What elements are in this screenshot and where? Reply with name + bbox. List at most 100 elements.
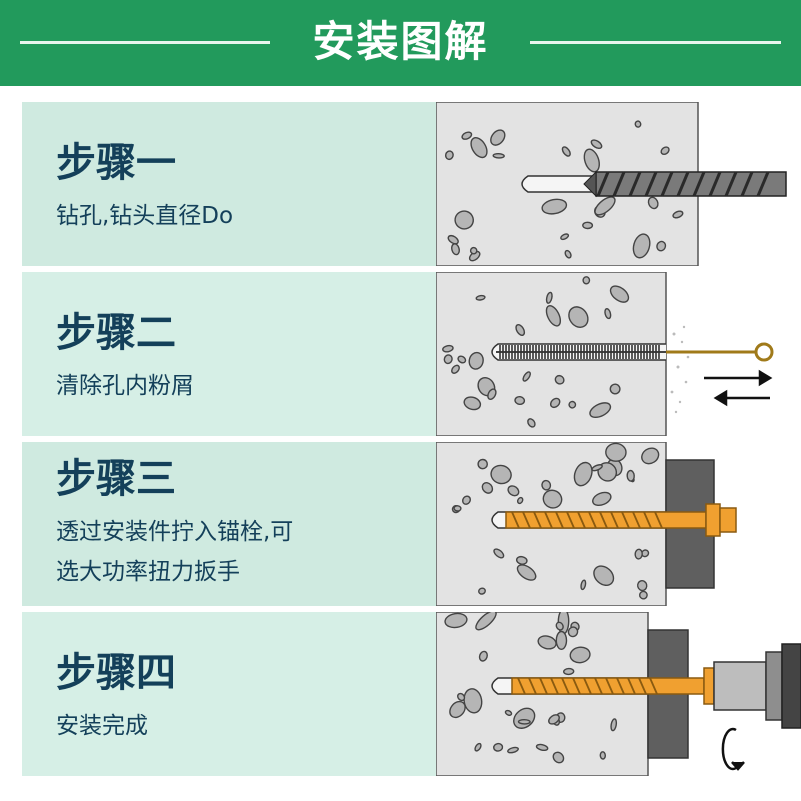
aggregate-stone: [548, 714, 560, 725]
aggregate-stone: [594, 196, 616, 216]
aggregate-stone: [493, 742, 504, 752]
aggregate-stone: [632, 233, 651, 259]
aggregate-stone: [516, 496, 524, 505]
aggregate-stone: [542, 489, 563, 509]
aggregate-stone: [453, 505, 462, 512]
aggregate-stone: [449, 700, 466, 719]
concrete-aggregate: [451, 442, 660, 600]
aggregate-stone: [515, 555, 528, 565]
aggregate-stone: [457, 355, 467, 364]
aggregate-stone: [545, 305, 562, 327]
aggregate-stone: [609, 383, 621, 395]
step-2-title: 步骤二: [56, 310, 176, 356]
step-3-desc-line-2: 选大功率扭力扳手: [56, 559, 240, 585]
push-pull-arrows-icon: [704, 369, 773, 407]
step-3-desc-line-1: 透过安装件拧入锚栓,可: [56, 519, 294, 545]
aggregate-stone: [514, 395, 526, 406]
aggregate-stone: [568, 400, 577, 409]
aggregate-stone: [573, 461, 593, 487]
aggregate-stone: [507, 746, 519, 754]
aggregate-stone: [481, 481, 494, 494]
aggregate-stone: [554, 374, 565, 385]
aggregate-stone: [589, 402, 612, 419]
step-1-title: 步骤一: [56, 140, 176, 186]
page-title: 安装图解: [312, 17, 489, 66]
aggregate-stone: [535, 743, 549, 752]
aggregate-stone: [541, 479, 552, 491]
aggregate-stone: [660, 146, 670, 156]
aggregate-stone: [552, 751, 565, 764]
step-3-title: 步骤三: [56, 456, 176, 502]
concrete-aggregate: [444, 612, 618, 764]
aggregate-stone: [641, 447, 660, 465]
aggregate-stone: [490, 129, 506, 146]
aggregate-stone: [626, 469, 635, 482]
aggregate-stone: [469, 246, 478, 255]
aggregate-stone: [474, 742, 482, 752]
dust-particles: [670, 325, 690, 414]
step-1-panel: 步骤一 钻孔,钻头直径Do: [22, 102, 436, 266]
aggregate-stone: [493, 548, 505, 559]
aggregate-stone: [463, 688, 483, 714]
aggregate-stone: [549, 397, 561, 409]
aggregate-stone: [610, 718, 618, 732]
aggregate-stone: [478, 650, 488, 662]
step-2-desc: 清除孔内粉屑: [56, 373, 194, 399]
aggregate-stone: [454, 210, 474, 230]
step-3-illustration: [436, 442, 801, 606]
drill-bit-icon: [583, 170, 787, 198]
concrete-aggregate: [444, 120, 684, 262]
aggregate-stone: [475, 294, 486, 301]
step-3-panel: 步骤三 透过安装件拧入锚栓,可 选大功率扭力扳手: [22, 442, 436, 606]
aggregate-stone: [537, 635, 557, 650]
step-1-illustration: [436, 102, 801, 266]
aggregate-stone: [634, 120, 642, 128]
aggregate-stone: [507, 485, 520, 497]
aggregate-stone: [487, 388, 497, 401]
aggregate-stone: [516, 564, 537, 581]
step-4-panel: 步骤四 安装完成: [22, 612, 436, 776]
step-4-illustration: [436, 612, 801, 776]
aggregate-stone: [470, 137, 488, 159]
aggregate-stone: [634, 548, 643, 560]
aggregate-stone: [541, 198, 568, 215]
aggregate-stone: [593, 565, 615, 586]
aggregate-stone: [515, 324, 526, 336]
aggregate-stone: [555, 621, 564, 631]
aggregate-stone: [447, 234, 459, 245]
aggregate-stone: [561, 146, 571, 157]
aggregate-stone: [442, 344, 454, 353]
aggregate-stone: [443, 354, 453, 365]
aggregate-stone: [490, 464, 512, 485]
step-4-title: 步骤四: [56, 650, 176, 696]
aggregate-stone: [457, 692, 466, 702]
aggregate-stone: [609, 285, 630, 303]
aggregate-stone: [604, 308, 612, 320]
concrete-aggregate: [442, 276, 630, 428]
step-2-illustration: [436, 272, 801, 436]
header-banner: 安装图解: [0, 0, 801, 86]
step-1-desc: 钻孔,钻头直径Do: [56, 203, 234, 229]
aggregate-stone: [582, 276, 591, 285]
aggregate-stone: [638, 590, 648, 600]
step-4-desc: 安装完成: [56, 713, 148, 739]
aggregate-stone: [592, 491, 612, 507]
aggregate-stone: [591, 464, 603, 472]
aggregate-stone: [590, 139, 603, 150]
header-divider-right: [530, 41, 781, 44]
aggregate-stone: [451, 364, 460, 374]
aggregate-stone: [582, 221, 594, 230]
aggregate-stone: [580, 579, 587, 591]
aggregate-stone: [605, 442, 627, 462]
aggregate-stone: [475, 612, 497, 631]
aggregate-stone: [451, 243, 460, 256]
aggregate-stone: [560, 233, 570, 241]
step-2-panel: 步骤二 清除孔内粉屑: [22, 272, 436, 436]
cleaning-brush-icon: [496, 342, 774, 362]
aggregate-stone: [504, 709, 513, 716]
aggregate-stone: [461, 131, 473, 140]
aggregate-stone: [567, 626, 579, 638]
aggregate-stone: [492, 152, 505, 159]
aggregate-stone: [599, 751, 607, 760]
aggregate-stone: [527, 418, 536, 428]
